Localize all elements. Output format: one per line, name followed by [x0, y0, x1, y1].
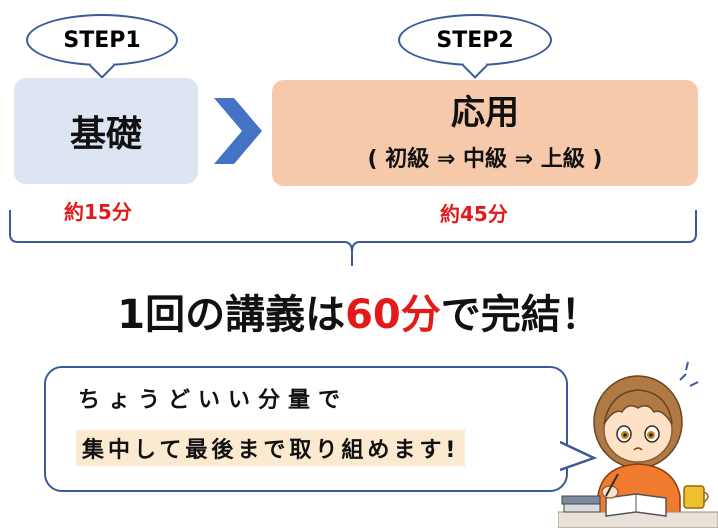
step2-box: 応用 ( 初級 ⇒ 中級 ⇒ 上級 ) — [272, 80, 698, 186]
step2-bubble: STEP2 — [398, 14, 552, 79]
step2-label: STEP2 — [436, 27, 514, 53]
speech-line2: 集中して最後まで取り組めます! — [76, 430, 466, 466]
summary-highlight: 60分 — [345, 292, 441, 338]
summary-prefix: 1回の講義は — [117, 292, 346, 338]
summary-suffix: で完結！ — [440, 292, 601, 338]
step1-label: STEP1 — [63, 27, 141, 53]
step1-title: 基礎 — [69, 114, 142, 155]
step1-time: 約15分 — [64, 200, 132, 224]
step1-bubble: STEP1 — [26, 14, 178, 79]
brace-divider — [9, 210, 697, 266]
step2-title: 応用 — [451, 93, 519, 133]
step2-time: 約45分 — [440, 202, 508, 226]
speech-line1: ちょうどいい分量で — [78, 388, 349, 413]
step1-box: 基礎 — [14, 78, 198, 184]
student-illustration — [558, 361, 718, 528]
speech-tail — [560, 440, 598, 472]
chevron-right-icon — [214, 98, 262, 164]
summary-line: 1回の講義は60分で完結！ — [0, 282, 718, 340]
step2-subtitle: ( 初級 ⇒ 中級 ⇒ 上級 ) — [367, 147, 603, 172]
speech-bubble: ちょうどいい分量で 集中して最後まで取り組めます! — [44, 366, 568, 492]
